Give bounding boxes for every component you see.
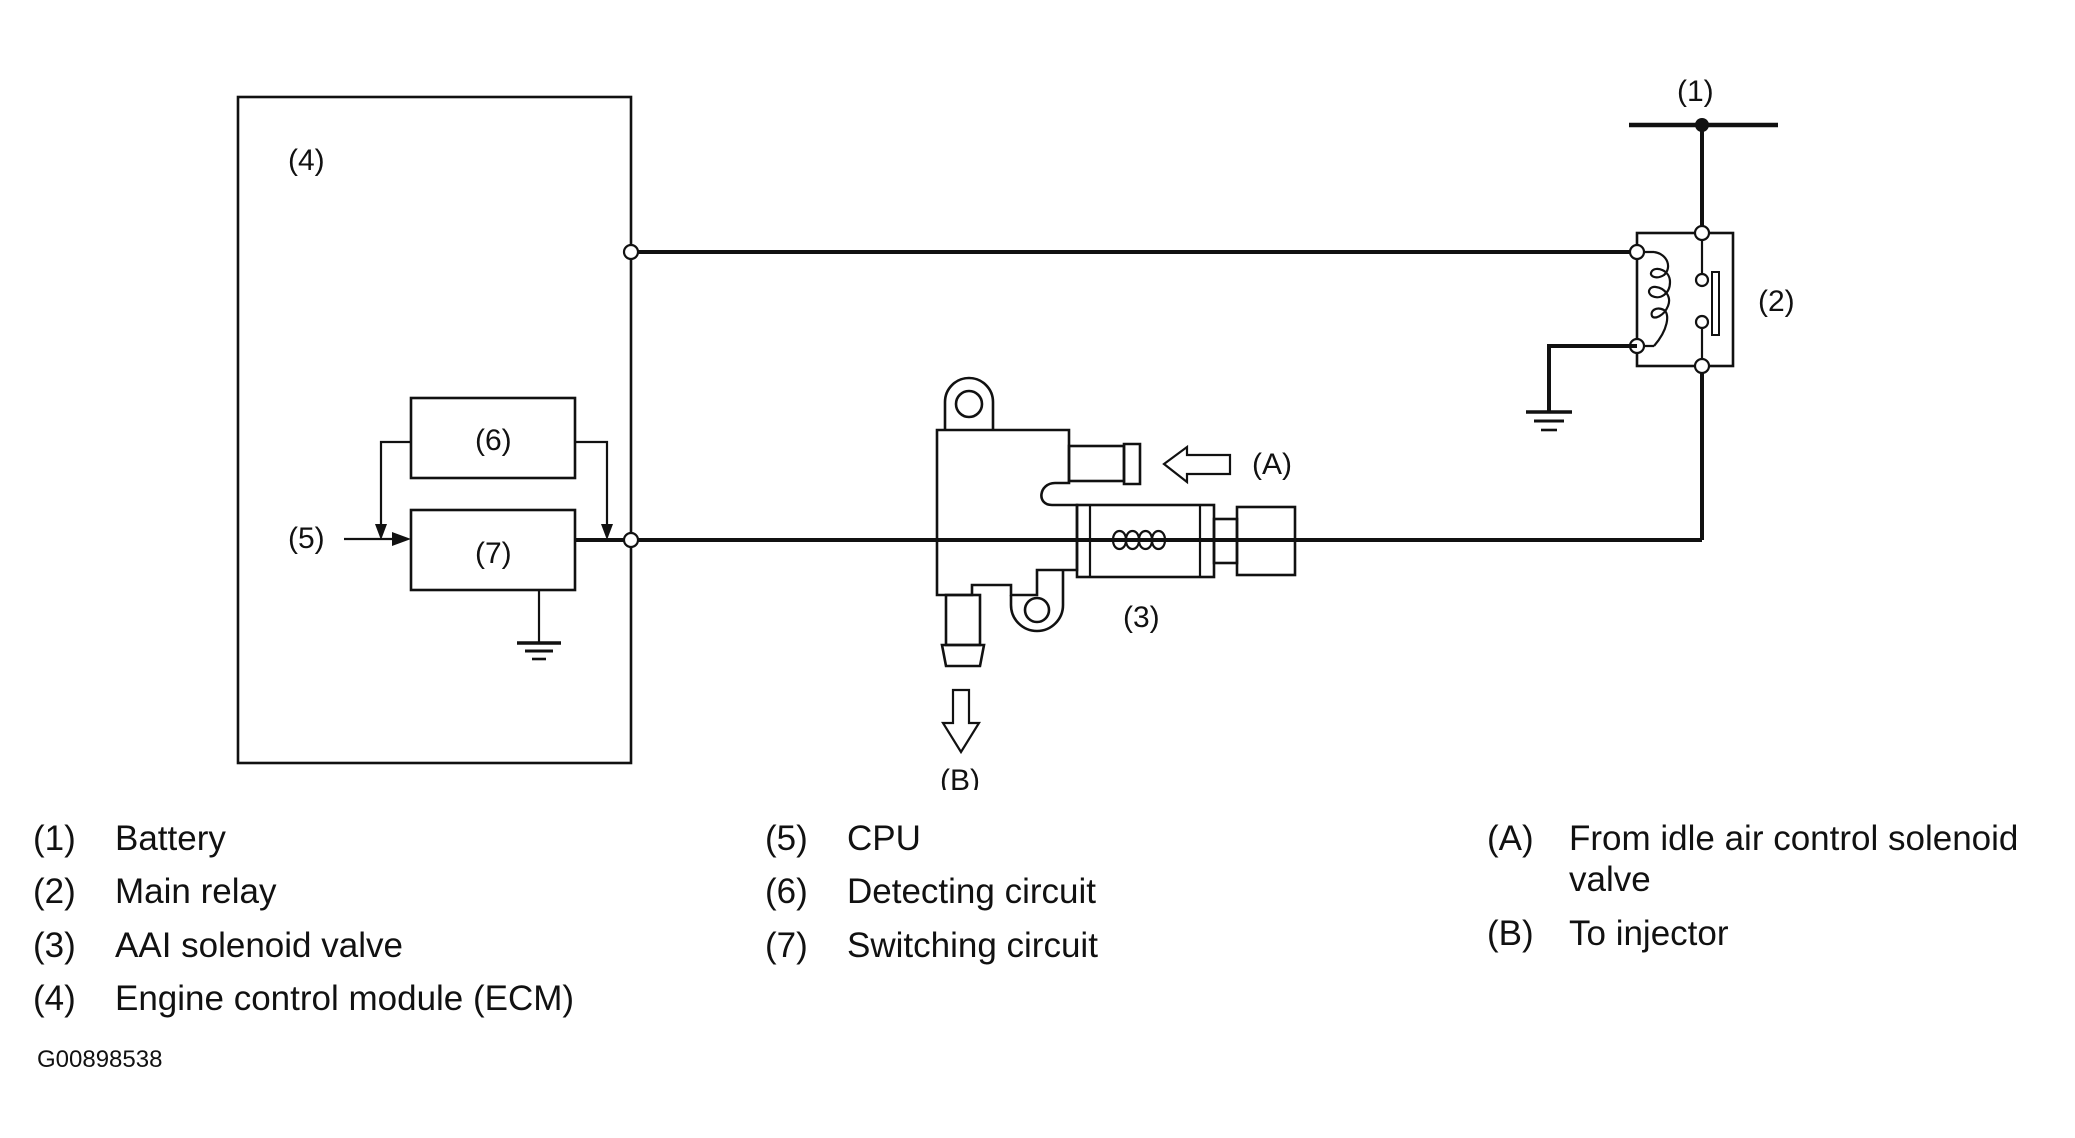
legend-text: AAI solenoid valve <box>115 925 403 965</box>
legend-column-2: (5) CPU (6) Detecting circuit (7) Switch… <box>765 818 1325 978</box>
ecm-box <box>236 95 633 765</box>
legend-item: (B) To injector <box>1487 913 2062 954</box>
legend-key: (5) <box>765 819 808 858</box>
legend-item: (7) Switching circuit <box>765 925 1325 966</box>
legend-item: (6) Detecting circuit <box>765 871 1325 912</box>
legend-key: (B) <box>1487 913 1534 953</box>
legend-item: (1) Battery <box>33 818 713 859</box>
legend-key: (A) <box>1487 819 1534 858</box>
legend-item: (4) Engine control module (ECM) <box>33 978 713 1019</box>
solenoid-valve-label: (3) <box>1123 601 1160 634</box>
legend-key: (4) <box>33 978 76 1018</box>
switching-circuit-label: (7) <box>475 537 512 570</box>
figure-id: G00898538 <box>37 1046 163 1073</box>
legend-key: (7) <box>765 925 808 965</box>
legend-text: CPU <box>847 819 921 858</box>
switching-circuit-box <box>409 508 577 592</box>
to-injector-arrow <box>941 688 981 755</box>
legend-item: (3) AAI solenoid valve <box>33 925 713 966</box>
relay-ground-symbol <box>1526 344 1637 432</box>
ecm-ground-symbol <box>517 590 561 661</box>
legend-text: Detecting circuit <box>847 872 1096 912</box>
detecting-circuit-label: (6) <box>475 424 512 457</box>
legend-text: Switching circuit <box>847 925 1098 965</box>
legend-item: (2) Main relay <box>33 871 713 912</box>
legend-text: Battery <box>115 819 226 858</box>
main-relay-label: (2) <box>1758 285 1795 318</box>
legend-column-1: (1) Battery (2) Main relay (3) AAI solen… <box>33 818 713 1031</box>
legend-column-3: (A) From idle air control solenoid valve… <box>1487 818 2062 966</box>
legend-key: (6) <box>765 872 808 912</box>
ecm-label: (4) <box>288 144 325 177</box>
wiring-diagram: (4) (6) (7) (5) (1) <box>236 75 1795 790</box>
legend-item: (A) From idle air control solenoid valve <box>1487 818 2062 901</box>
ecm-terminal-top <box>622 243 640 261</box>
detecting-circuit-box <box>409 396 577 480</box>
main-relay <box>1628 224 1735 375</box>
legend-text: Engine control module (ECM) <box>115 978 575 1018</box>
from-idle-air-label: (A) <box>1252 448 1292 481</box>
to-injector-label: (B) <box>940 764 980 790</box>
cpu-input-arrow <box>344 532 411 546</box>
legend-text: From idle air control solenoid valve <box>1569 819 2019 900</box>
feedback-lines <box>375 440 613 540</box>
legend-key: (3) <box>33 925 76 965</box>
cpu-label: (5) <box>288 522 325 555</box>
legend-key: (1) <box>33 819 76 858</box>
battery-label: (1) <box>1677 75 1714 108</box>
legend-text: Main relay <box>115 872 277 912</box>
legend-key: (2) <box>33 872 76 912</box>
legend-text: To injector <box>1569 913 1729 953</box>
legend-item: (5) CPU <box>765 818 1325 859</box>
from-idle-air-arrow <box>1162 444 1232 485</box>
aai-solenoid-valve <box>935 376 1297 668</box>
ecm-terminal-bottom <box>622 531 640 549</box>
